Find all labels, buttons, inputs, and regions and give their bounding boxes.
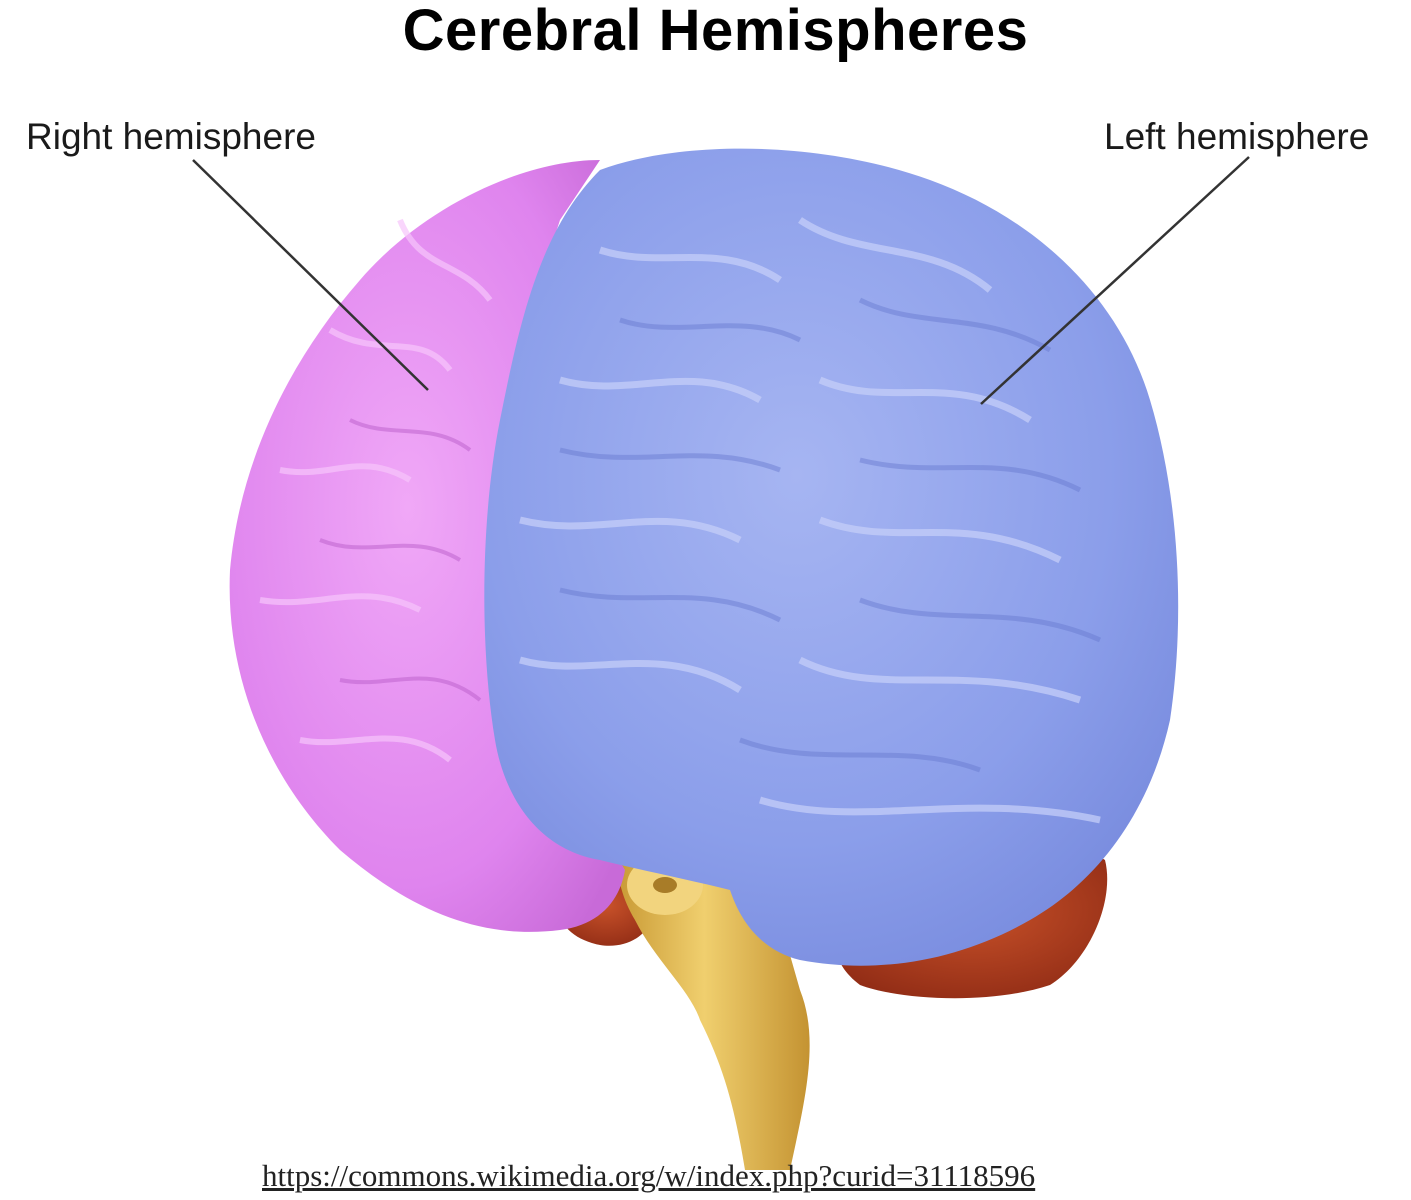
right-hemisphere-leader-line (192, 159, 429, 391)
left-hemisphere (484, 148, 1179, 966)
left-hemisphere-leader-line (980, 156, 1250, 405)
diagram-title: Cerebral Hemispheres (402, 0, 1029, 63)
source-link[interactable]: https://commons.wikimedia.org/w/index.ph… (262, 1158, 1036, 1193)
left-hemisphere-label: Left hemisphere (1104, 116, 1370, 157)
right-hemisphere-label: Right hemisphere (26, 116, 316, 157)
